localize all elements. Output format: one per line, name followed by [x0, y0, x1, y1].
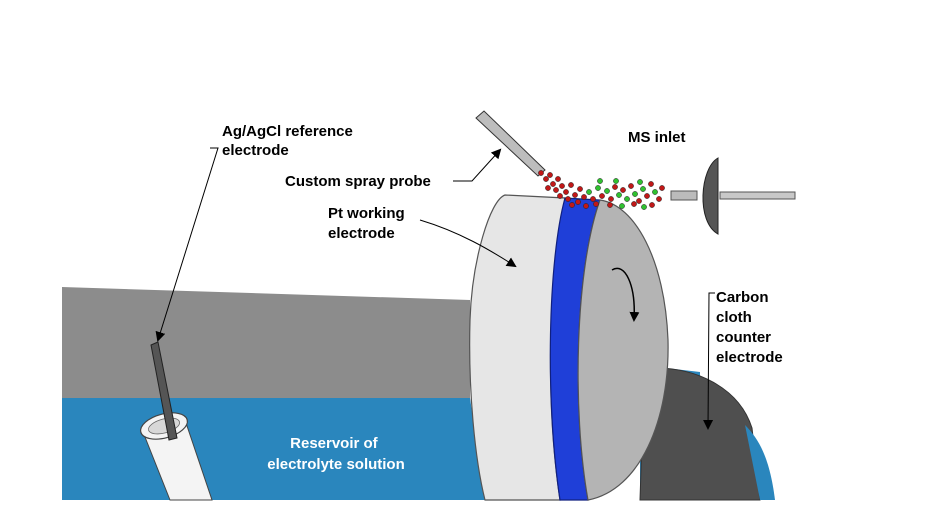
counter-electrode-label: Carbon cloth counter electrode [716, 289, 783, 366]
droplet-red [563, 189, 569, 195]
trough-back-wall [62, 287, 470, 398]
droplet-green [640, 186, 646, 192]
disk-face [577, 199, 669, 501]
droplet-red [569, 202, 575, 208]
droplet-green [637, 179, 643, 185]
droplet-red [568, 182, 574, 188]
spray-probe-leader [453, 148, 502, 182]
droplet-green [586, 189, 592, 195]
droplet-red [644, 193, 650, 199]
reference-electrode-leader [155, 147, 219, 342]
droplet-red [565, 196, 571, 202]
droplet-red [577, 186, 583, 192]
droplet-green [597, 178, 603, 184]
droplet-green [613, 178, 619, 184]
droplet-red [648, 181, 654, 187]
droplet-red [649, 202, 655, 208]
droplet-red [656, 196, 662, 202]
carbon-cloth-lower-edge [745, 425, 775, 500]
droplet-red [599, 193, 605, 199]
droplet-red [555, 176, 561, 182]
droplet-red [581, 194, 587, 200]
droplet-red [636, 198, 642, 204]
droplet-red [583, 203, 589, 209]
reference-electrode-label: Ag/AgCl reference electrode [222, 123, 357, 159]
droplet-red [608, 196, 614, 202]
spray-droplets [538, 170, 665, 210]
droplet-red [620, 187, 626, 193]
working-electrode-label: Pt working electrode [328, 205, 409, 242]
spray-probe-label: Custom spray probe [285, 173, 431, 190]
droplet-red [590, 196, 596, 202]
rotation-arrow-icon [611, 267, 640, 322]
spray-probe [475, 110, 546, 177]
droplet-red [547, 172, 553, 178]
droplet-red [572, 192, 578, 198]
droplet-red [628, 183, 634, 189]
droplet-red [659, 185, 665, 191]
droplet-green [604, 188, 610, 194]
droplet-red [553, 187, 559, 193]
ms-inlet-label: MS inlet [628, 129, 686, 146]
droplet-green [652, 189, 658, 195]
droplet-red [612, 184, 618, 190]
droplet-green [619, 203, 625, 209]
droplet-red [607, 202, 613, 208]
counter-electrode-leader [703, 292, 715, 430]
droplet-green [595, 185, 601, 191]
droplet-red [631, 201, 637, 207]
droplet-green [632, 191, 638, 197]
droplet-green [641, 204, 647, 210]
droplet-red [557, 193, 563, 199]
droplet-red [559, 183, 565, 189]
electrolyte-reservoir [62, 398, 485, 500]
working-electrode-leader [419, 219, 517, 268]
droplet-red [545, 185, 551, 191]
droplet-green [616, 192, 622, 198]
droplet-green [624, 196, 630, 202]
reference-electrode-rod [150, 341, 178, 441]
droplet-red [593, 201, 599, 207]
reservoir-label: Reservoir of electrolyte solution [267, 435, 405, 473]
droplet-red [538, 170, 544, 176]
ms-inlet [670, 157, 796, 235]
droplet-red [543, 176, 549, 182]
droplet-red [575, 199, 581, 205]
droplet-red [550, 181, 556, 187]
